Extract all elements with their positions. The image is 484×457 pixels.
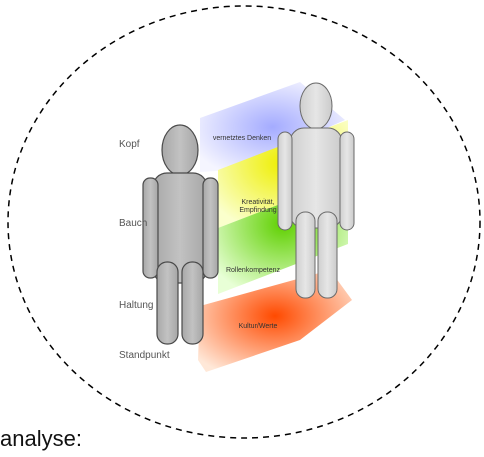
band-label-kultur-werte: Kultur/Werte xyxy=(238,323,278,330)
label-kopf: Kopf xyxy=(119,139,140,150)
label-haltung: Haltung xyxy=(119,300,154,311)
band-label-kreativitaet: Kreativität, Empfindung xyxy=(228,199,288,215)
band-label-kreativitaet-line2: Empfindung xyxy=(239,207,277,214)
band-orange xyxy=(198,270,352,372)
figure-back xyxy=(277,82,355,299)
band-label-kreativitaet-line1: Kreativität, xyxy=(241,199,275,206)
figure-front xyxy=(142,124,219,345)
label-standpunkt: Standpunkt xyxy=(119,350,170,361)
band-label-rollenkompetenz: Rollenkompetenz xyxy=(225,267,281,274)
dashed-circle-boundary xyxy=(7,5,481,439)
footer-partial-text: analyse: xyxy=(0,426,82,451)
label-bauch: Bauch xyxy=(119,218,148,229)
band-label-vernetztes-denken: vernetztes Denken xyxy=(212,135,272,142)
